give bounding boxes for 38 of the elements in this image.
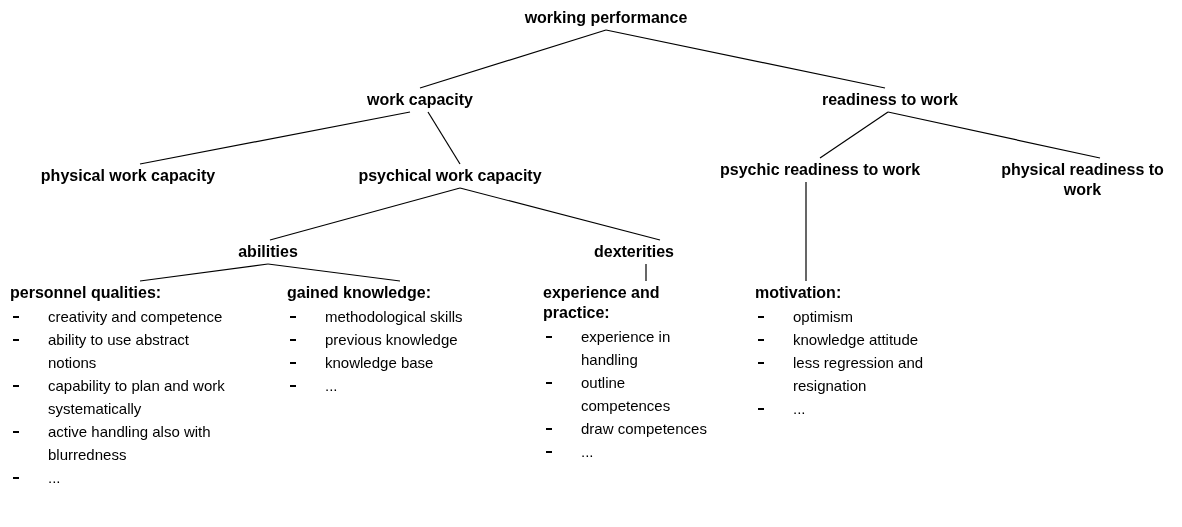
connector-line	[887, 111, 1101, 159]
list-item: ...	[48, 469, 61, 486]
list-item: creativity and competence	[48, 308, 223, 325]
list-item: ...	[581, 443, 594, 460]
node-label: working performance	[523, 8, 689, 28]
connector-line	[269, 187, 461, 241]
list-heading: personnel qualities:	[10, 283, 163, 303]
list-heading: experience and practice:	[543, 283, 661, 323]
connector-line	[139, 263, 269, 282]
node-label: psychical work capacity	[357, 166, 543, 186]
connector-line	[805, 181, 807, 282]
list-item: optimism	[793, 308, 853, 325]
list-item: ...	[793, 400, 806, 417]
connector-line	[605, 29, 886, 89]
list-item: active handling also with blurredness	[48, 423, 211, 463]
connector-line	[139, 111, 411, 165]
node-label: abilities	[237, 242, 299, 262]
connector-line	[459, 187, 661, 241]
node-label: physical readiness to work	[1000, 160, 1165, 200]
connector-line	[645, 263, 647, 282]
list-heading: gained knowledge:	[287, 283, 432, 303]
connector-line	[819, 111, 889, 159]
list-item: previous knowledge	[325, 331, 458, 348]
node-label: psychic readiness to work	[718, 160, 922, 180]
node-label: work capacity	[366, 90, 474, 110]
connector-line	[419, 29, 607, 89]
list-item: methodological skills	[325, 308, 463, 325]
connector-line	[427, 111, 461, 165]
list-item: less regression and resignation	[793, 354, 924, 394]
list-item: draw competences	[581, 420, 707, 437]
node-label: dexterities	[592, 242, 675, 262]
list-item: ...	[325, 377, 338, 394]
list-item: knowledge base	[325, 354, 434, 371]
connector-line	[267, 263, 401, 282]
list-item: knowledge attitude	[793, 331, 919, 348]
list-heading: motivation:	[755, 283, 843, 303]
node-label: physical work capacity	[39, 166, 217, 186]
node-label: readiness to work	[820, 90, 959, 110]
